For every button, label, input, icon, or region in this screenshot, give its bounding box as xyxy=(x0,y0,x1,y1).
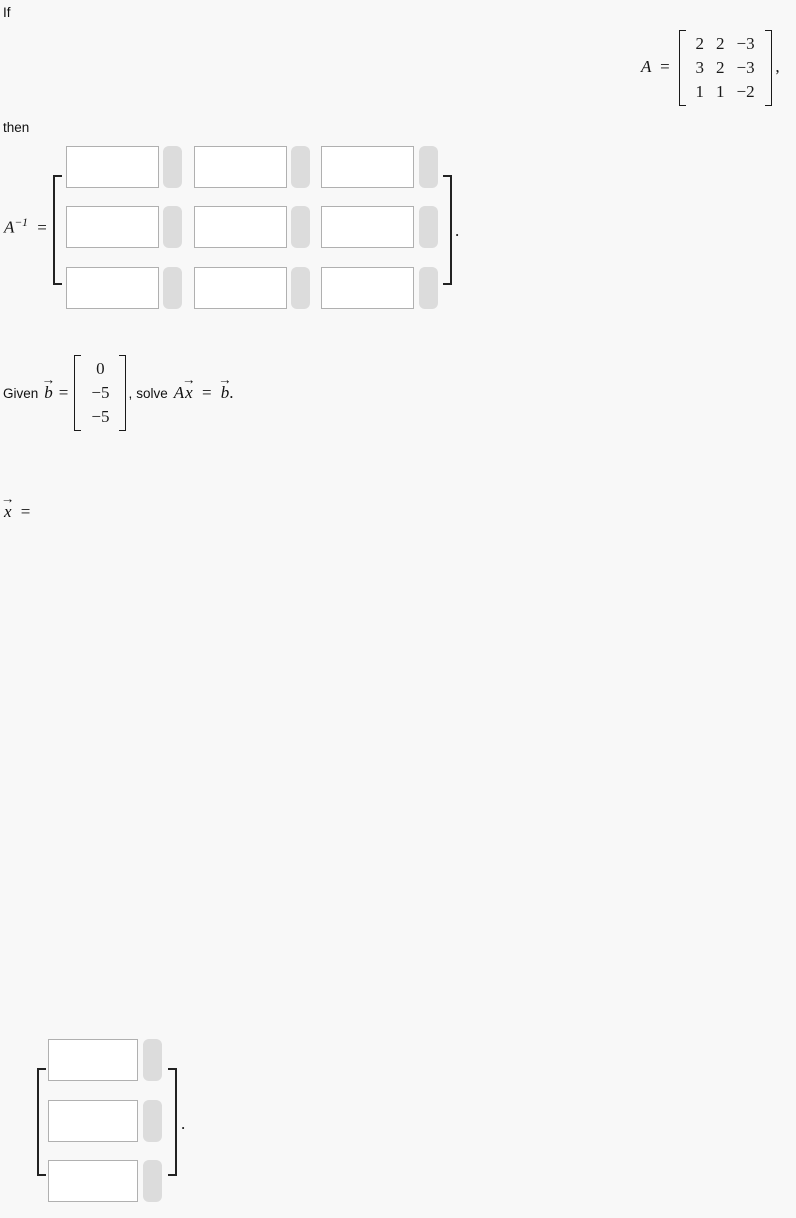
inverse-input-1-2[interactable] xyxy=(321,206,414,248)
inverse-input-0-2[interactable] xyxy=(321,146,414,188)
solution-left-bracket xyxy=(37,1068,46,1176)
answer-format-pill-2-1[interactable] xyxy=(291,267,310,309)
solution-answer-matrix: . xyxy=(0,609,796,1218)
inverse-label-base: A xyxy=(4,217,15,237)
inverse-input-1-0[interactable] xyxy=(66,206,159,248)
matrix-a-cell-2-2: −2 xyxy=(736,82,755,102)
vector-arrow-icon: → xyxy=(41,372,56,388)
answer-format-pill-0-2[interactable] xyxy=(419,146,438,188)
vector-arrow-icon: → xyxy=(181,372,196,388)
matrix-a-trailing-comma: , xyxy=(775,56,780,76)
vector-b-cell-1: −5 xyxy=(91,383,110,403)
matrix-a-equals: = xyxy=(660,56,670,76)
vector-arrow-icon: → xyxy=(217,372,232,388)
given-equals: = xyxy=(58,383,69,403)
solution-input-2[interactable] xyxy=(48,1160,138,1202)
solution-input-1[interactable] xyxy=(48,1100,138,1142)
matrix-a-cell-0-2: −3 xyxy=(736,34,755,53)
matrix-a-cell-1-0: 3 xyxy=(695,58,705,78)
matrix-a-cell-1-1: 2 xyxy=(716,58,725,78)
answer-format-pill-2-2[interactable] xyxy=(419,267,438,309)
given-comma: , xyxy=(128,385,133,401)
matrix-a-name: A xyxy=(641,56,652,76)
answer-format-pill-x-2[interactable] xyxy=(143,1160,162,1202)
vector-b-right-bracket xyxy=(119,355,127,432)
solve-word: solve xyxy=(136,385,168,401)
inverse-label: A−1 = xyxy=(4,216,47,238)
inverse-right-bracket xyxy=(443,175,452,285)
matrix-a-cell-2-0: 1 xyxy=(695,82,705,102)
inverse-input-2-0[interactable] xyxy=(66,267,159,309)
matrix-a-body: 2 2 −3 3 2 −3 1 1 −2 xyxy=(678,30,772,107)
answer-format-pill-x-1[interactable] xyxy=(143,1100,162,1142)
inverse-input-1-1[interactable] xyxy=(194,206,287,248)
answer-format-pill-2-0[interactable] xyxy=(163,267,182,309)
inverse-input-2-1[interactable] xyxy=(194,267,287,309)
inverse-trailing-period: . xyxy=(455,221,460,240)
solution-right-bracket xyxy=(168,1068,177,1176)
answer-format-pill-0-0[interactable] xyxy=(163,146,182,188)
solution-input-0[interactable] xyxy=(48,1039,138,1081)
inverse-input-2-2[interactable] xyxy=(321,267,414,309)
then-label: then xyxy=(3,120,30,135)
matrix-a-left-bracket xyxy=(678,30,686,107)
given-vector-b-label: →b xyxy=(41,372,56,403)
matrix-a-definition: A = 2 2 −3 3 2 −3 1 1 −2 , xyxy=(641,30,780,107)
inverse-input-0-0[interactable] xyxy=(66,146,159,188)
matrix-a-right-bracket xyxy=(764,30,772,107)
given-statement: Given →b = 0 −5 −5 , solve A→x = →b. xyxy=(3,355,234,432)
matrix-a-cell-0-1: 2 xyxy=(716,34,725,53)
answer-format-pill-1-0[interactable] xyxy=(163,206,182,248)
matrix-a-cell-2-1: 1 xyxy=(716,82,725,102)
matrix-a-cell-0-0: 2 xyxy=(695,34,705,53)
inverse-answer-matrix: . xyxy=(53,146,460,309)
vector-arrow-icon: → xyxy=(0,491,15,507)
answer-format-pill-1-2[interactable] xyxy=(419,206,438,248)
vector-b-cell-0: 0 xyxy=(96,359,105,378)
answer-format-pill-1-1[interactable] xyxy=(291,206,310,248)
given-word: Given xyxy=(3,385,39,401)
vector-b-cell-2: −5 xyxy=(91,407,110,427)
matrix-a-grid: 2 2 −3 3 2 −3 1 1 −2 xyxy=(686,30,765,106)
solution-label: →x = xyxy=(1,492,31,522)
if-label: If xyxy=(3,5,11,20)
matrix-a-cell-1-2: −3 xyxy=(736,58,755,78)
inverse-label-exponent: −1 xyxy=(14,216,28,229)
vector-b-grid: 0 −5 −5 xyxy=(81,355,119,431)
solution-trailing-period: . xyxy=(181,1114,186,1133)
equation-expression: A→x = →b. xyxy=(173,372,234,403)
solution-label-equals: = xyxy=(20,502,31,521)
inverse-left-bracket xyxy=(53,175,62,285)
vector-b-left-bracket xyxy=(74,355,82,432)
solution-label-x: x xyxy=(4,502,12,521)
inverse-input-0-1[interactable] xyxy=(194,146,287,188)
answer-format-pill-x-0[interactable] xyxy=(143,1039,162,1081)
inverse-label-equals: = xyxy=(37,217,47,237)
vector-b-body: 0 −5 −5 xyxy=(74,355,127,432)
answer-format-pill-0-1[interactable] xyxy=(291,146,310,188)
